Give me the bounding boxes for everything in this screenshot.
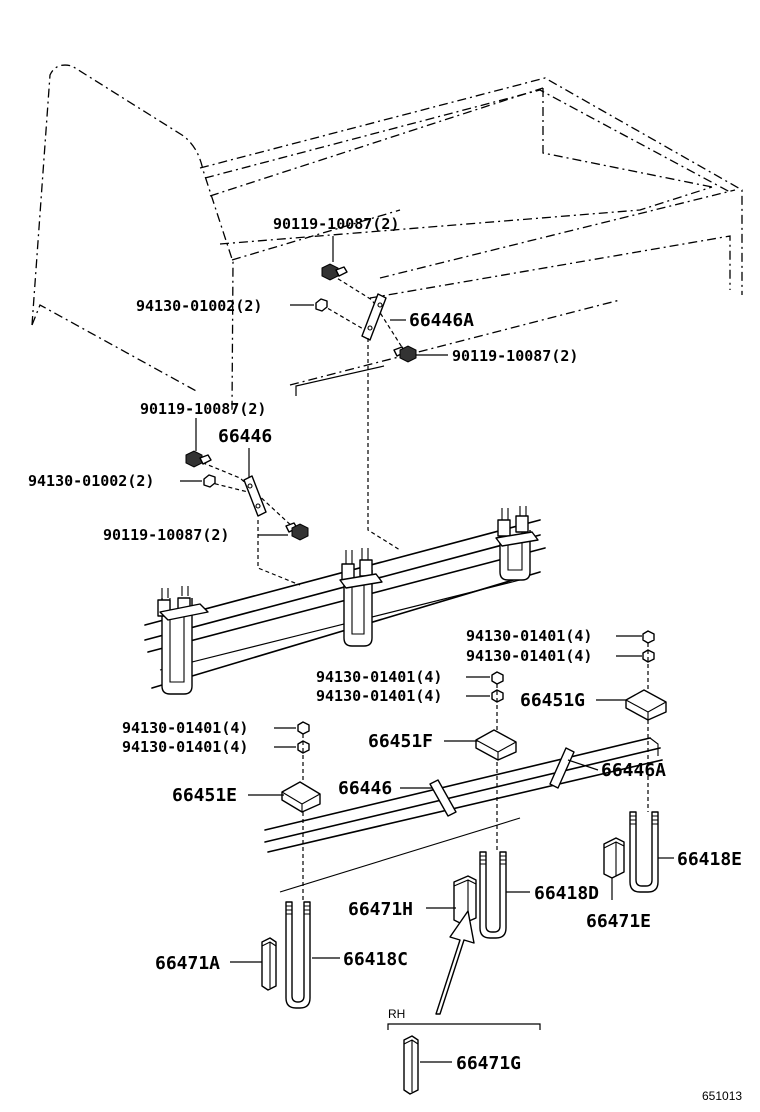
label-nut-center-2: 94130-01401(4) xyxy=(316,687,442,705)
lower-mount-assembly xyxy=(185,450,309,586)
label-spacer-g: 66471G xyxy=(456,1053,521,1074)
label-washer-lower: 94130-01002(2) xyxy=(28,472,154,490)
label-bolt-upper-b: 90119-10087(2) xyxy=(452,347,578,365)
truck-bed-outline xyxy=(31,64,743,411)
leaf-spring-upper xyxy=(144,506,546,695)
seat-f xyxy=(475,729,517,761)
spacer-e xyxy=(603,837,625,879)
label-nut-right-1: 94130-01401(4) xyxy=(466,627,592,645)
label-seat-e: 66451E xyxy=(172,785,237,806)
label-nut-right-2: 94130-01401(4) xyxy=(466,647,592,665)
label-bolt-upper-a: 90119-10087(2) xyxy=(273,215,399,233)
nut-center-2 xyxy=(491,689,504,703)
bolt-lower-b xyxy=(285,522,309,541)
spacer-g xyxy=(403,1035,419,1095)
bracket-upper xyxy=(361,293,387,341)
label-bracket-mid: 66446 xyxy=(338,778,392,799)
label-seat-f: 66451F xyxy=(368,731,433,752)
rh-bracket-line xyxy=(387,1023,541,1030)
callout-labels: 90119-10087(2) 94130-01002(2) 66446A 901… xyxy=(28,215,742,1103)
upper-mount-assembly xyxy=(315,263,417,551)
washer-lower xyxy=(203,474,216,488)
ubolt-assembly-middle xyxy=(339,548,383,647)
label-spacer-e: 66471E xyxy=(586,911,651,932)
figure-id: 651013 xyxy=(702,1089,742,1103)
spacer-a xyxy=(261,937,277,991)
bracket-mid-a xyxy=(549,747,575,789)
bracket-lower xyxy=(243,475,267,517)
ubolt-assembly-right xyxy=(495,506,539,581)
spacer-h xyxy=(453,875,477,925)
guide-lines xyxy=(302,643,649,900)
leader-lines xyxy=(180,236,674,1063)
label-rh: RH xyxy=(388,1007,405,1021)
nut-left-1 xyxy=(297,721,310,735)
seat-e xyxy=(281,781,321,813)
label-bracket-lower: 66446 xyxy=(218,426,272,447)
nut-right-1 xyxy=(642,630,655,644)
ubolt-assembly-left xyxy=(157,586,209,695)
label-ubolt-c: 66418C xyxy=(343,949,408,970)
seat-g xyxy=(625,689,667,721)
label-nut-center-1: 94130-01401(4) xyxy=(316,668,442,686)
bracket-mid xyxy=(429,779,457,817)
label-spacer-h: 66471H xyxy=(348,899,413,920)
ubolt-d xyxy=(479,851,507,939)
label-ubolt-e: 66418E xyxy=(677,849,742,870)
bolt-upper-a xyxy=(321,263,348,281)
label-seat-g: 66451G xyxy=(520,690,585,711)
label-spacer-a: 66471A xyxy=(155,953,220,974)
label-bracket-mid-a: 66446A xyxy=(601,760,666,781)
ubolt-e xyxy=(629,811,659,893)
label-bracket-upper: 66446A xyxy=(409,310,474,331)
ubolt-c xyxy=(285,901,311,1009)
label-bolt-lower-a: 90119-10087(2) xyxy=(140,400,266,418)
label-washer-upper: 94130-01002(2) xyxy=(136,297,262,315)
label-nut-left-1: 94130-01401(4) xyxy=(122,719,248,737)
pointer-arrow xyxy=(435,910,475,1015)
bolt-upper-b xyxy=(393,345,417,363)
washer-upper xyxy=(315,298,328,312)
label-bolt-lower-b: 90119-10087(2) xyxy=(103,526,229,544)
leaf-spring-lower xyxy=(264,737,663,893)
label-ubolt-d: 66418D xyxy=(534,883,599,904)
bolt-lower-a xyxy=(185,450,212,468)
nut-center-1 xyxy=(491,671,504,685)
label-nut-left-2: 94130-01401(4) xyxy=(122,738,248,756)
